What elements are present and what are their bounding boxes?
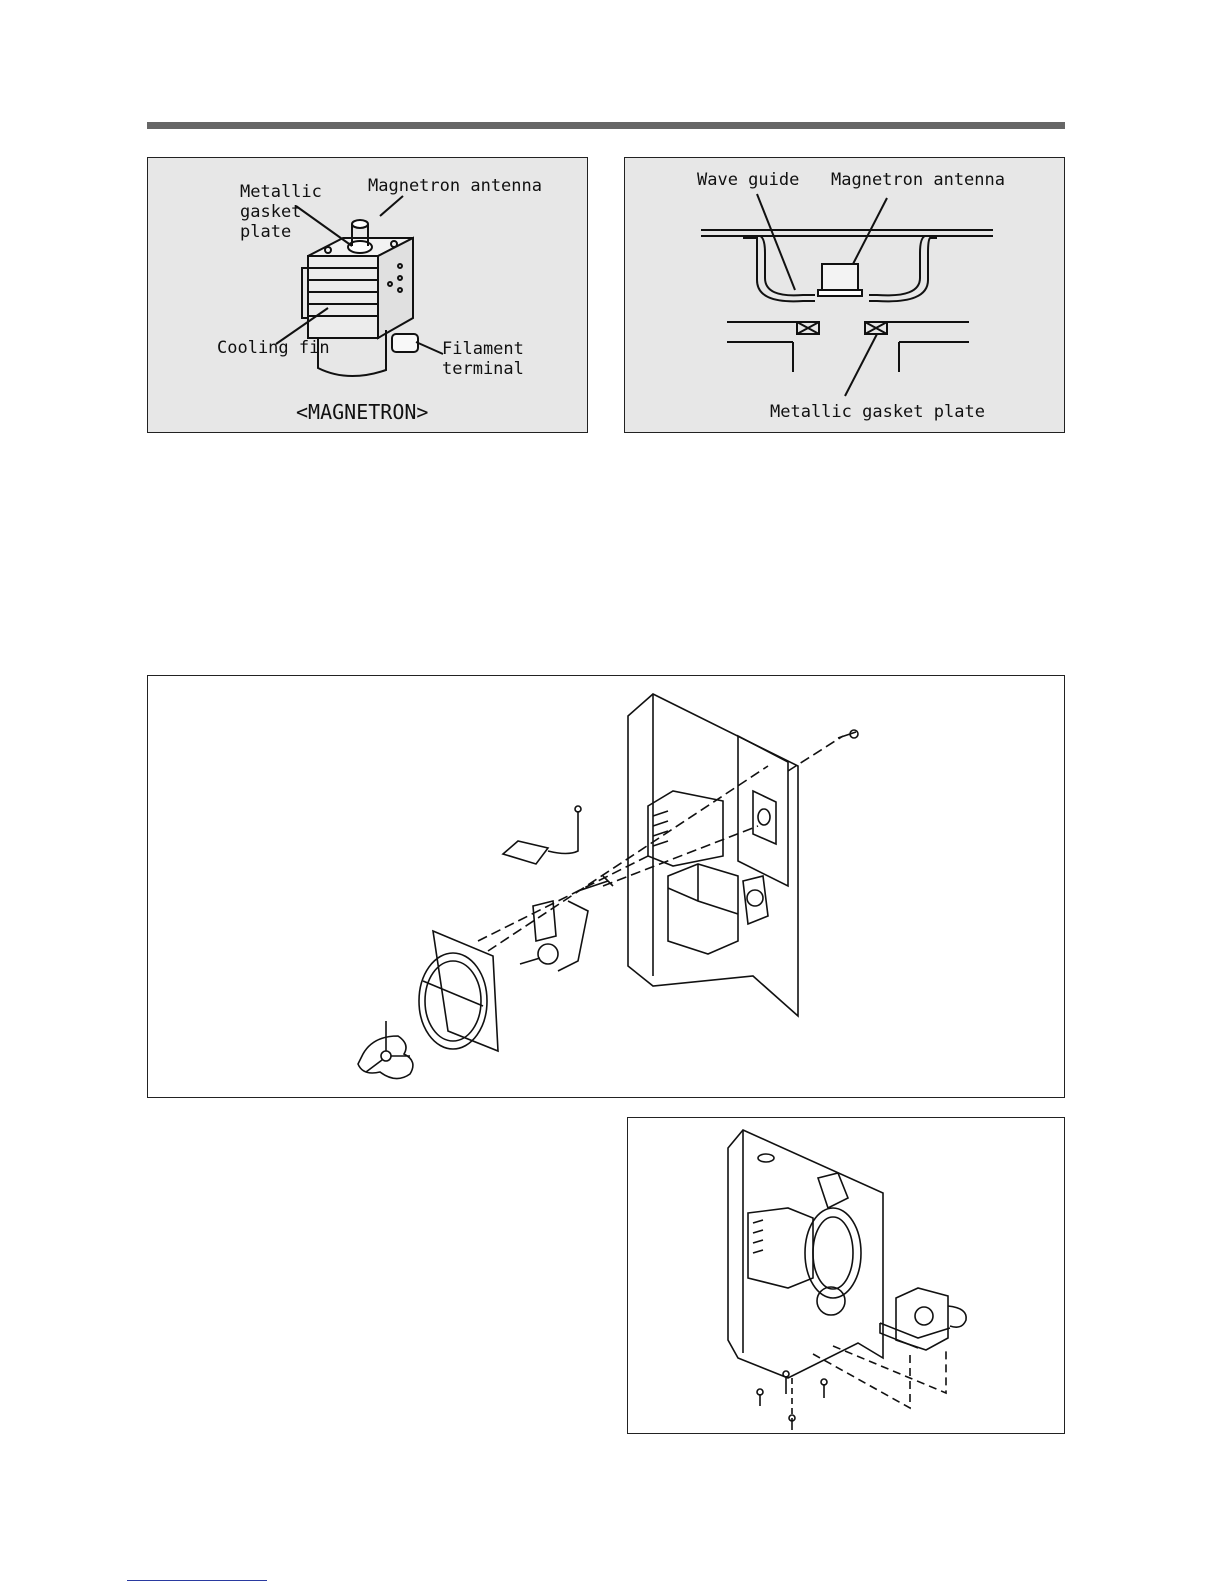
header-rule <box>147 122 1065 129</box>
footer-link-underline <box>127 1580 267 1581</box>
label-cooling-fin: Cooling fin <box>217 338 330 358</box>
waveguide-drawing <box>625 158 1066 434</box>
transformer-drawing <box>628 1118 1066 1435</box>
fan-assembly-drawing <box>148 676 1066 1099</box>
waveguide-figure-panel: Wave guide Magnetron antenna Metallic ga… <box>624 157 1065 433</box>
label-metallic-gasket-plate: Metallic gasket plate <box>240 182 322 242</box>
figure-caption: <MAGNETRON> <box>296 400 428 424</box>
transformer-figure-panel <box>627 1117 1065 1434</box>
label-magnetron-antenna: Magnetron antenna <box>368 176 542 196</box>
label-wave-guide: Wave guide <box>697 170 799 190</box>
magnetron-figure-panel: Metallic gasket plate Magnetron antenna … <box>147 157 588 433</box>
label-magnetron-antenna-2: Magnetron antenna <box>831 170 1005 190</box>
label-filament-terminal: Filament terminal <box>442 339 524 379</box>
fan-assembly-figure-panel <box>147 675 1065 1098</box>
label-metallic-gasket-plate-2: Metallic gasket plate <box>770 402 985 422</box>
magnetron-drawing <box>148 158 589 434</box>
